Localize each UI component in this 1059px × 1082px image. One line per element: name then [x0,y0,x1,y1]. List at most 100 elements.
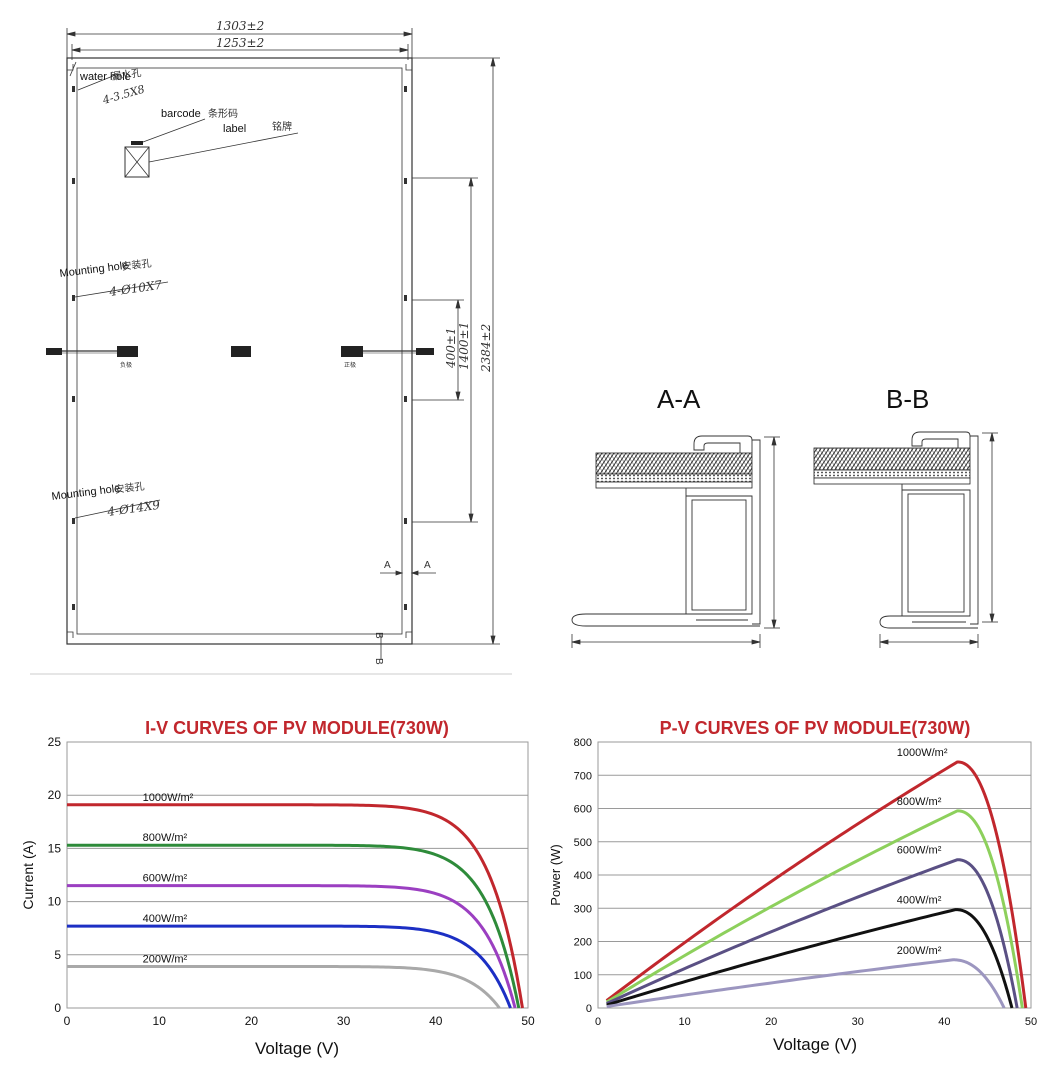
iv-xtick-label: 40 [429,1014,443,1028]
pv-ytick-label: 200 [574,937,592,949]
pv-ytick-label: 0 [586,1003,592,1015]
right-dimensions [412,57,500,645]
pv-ytick-label: 800 [574,737,592,749]
pv-chart: P-V CURVES OF PV MODULE(730W) Voltage (V… [548,718,1037,1054]
water-hole-size: 4-3.5X8 [100,83,146,108]
water-hole-label-cn: 漏水孔 [111,67,142,83]
iv-curve-0 [67,803,524,1009]
iv-plot-area [66,741,529,1009]
dim-width-inner: 1253±2 [216,36,264,50]
pv-curve-labels: 1000W/m² 800W/m² 600W/m² 400W/m² 200W/m² [897,747,948,957]
iv-ytick-label: 25 [48,735,62,749]
iv-ytick-label: 20 [48,788,62,802]
pv-xlabel: Voltage (V) [773,1035,857,1054]
pv-ytick-label: 400 [574,870,592,882]
mounting-hole-1-label-cn: 安装孔 [121,256,152,273]
iv-curve-label: 200W/m² [143,954,188,966]
iv-ytick-label: 10 [48,895,62,909]
mounting-hole-2-label: Mounting hole [51,483,121,503]
iv-xtick-label: 10 [153,1014,167,1028]
pv-curve-label: 800W/m² [897,796,942,808]
pv-curves [605,760,1028,1009]
frame-holes [72,86,407,610]
pv-xtick-label: 40 [938,1016,950,1028]
section-marks [376,570,436,660]
section-aa-title: A-A [657,384,701,414]
section-bb: B-B [813,384,998,648]
iv-curve-label: 1000W/m² [143,792,194,804]
pv-ytick-label: 600 [574,804,592,816]
iv-curve-1 [67,843,521,1009]
barcode-label-cn: 条形码 [208,107,238,120]
iv-curves [67,803,524,1009]
pv-curve-label: 200W/m² [897,945,942,957]
mounting-hole-1-size: 4-Ø10X7 [107,278,163,299]
section-aa: A-A [571,384,780,648]
pv-ylabel: Power (W) [548,844,563,905]
pv-curve-4 [606,958,1006,1009]
connector-positive: 正极 [344,361,356,369]
pv-xtick-label: 20 [765,1016,777,1028]
iv-xtick-label: 30 [337,1014,351,1028]
pv-ytick-label: 700 [574,770,592,782]
pv-curve-1 [605,809,1024,1009]
iv-ylabel: Current (A) [20,840,36,909]
cables-connectors [46,346,434,357]
iv-xtick-label: 50 [521,1014,535,1028]
top-dimensions [66,28,413,60]
mounting-hole-2-label-cn: 安装孔 [114,479,145,496]
iv-curve-3 [67,924,512,1009]
iv-chart-title: I-V CURVES OF PV MODULE(730W) [145,718,449,738]
iv-xtick-label: 0 [64,1014,71,1028]
iv-grid [66,741,529,1009]
pv-ytick-label: 100 [574,970,592,982]
pv-curve-label: 600W/m² [897,845,942,857]
pv-curve-label: 1000W/m² [897,747,948,759]
pv-ytick-label: 300 [574,903,592,915]
iv-xlabel: Voltage (V) [255,1039,339,1058]
nameplate-label-cn: 铭牌 [272,120,292,133]
iv-ytick-label: 15 [48,841,62,855]
pv-xtick-label: 30 [852,1016,864,1028]
dim-400: 400±1 [444,327,458,369]
section-bb-title: B-B [886,384,929,414]
pv-ticks: 0 100 200 300 400 500 600 700 800 0 10 20 30 40 50 [574,737,1037,1028]
mounting-hole-1-label: Mounting hole [59,260,129,280]
section-b-mark-top: B [373,632,384,639]
section-b-mark-bottom: B [373,658,384,665]
barcode-label: barcode [161,108,201,120]
pv-ytick-label: 500 [574,837,592,849]
mounting-hole-2-size: 4-Ø14X9 [105,498,161,519]
iv-ytick-label: 0 [54,1001,61,1015]
pv-xtick-label: 0 [595,1016,601,1028]
pv-xtick-label: 50 [1025,1016,1037,1028]
iv-chart: I-V CURVES OF PV MODULE(730W) Voltage (V… [20,718,535,1058]
pv-curve-label: 400W/m² [897,895,942,907]
iv-curve-labels: 1000W/m² 800W/m² 600W/m² 400W/m² 200W/m² [143,792,194,966]
dim-mount-span: 1400±1 [457,322,471,370]
pv-chart-title: P-V CURVES OF PV MODULE(730W) [660,718,971,738]
pv-curve-2 [606,858,1019,1009]
section-a-mark-left: A [384,560,391,571]
iv-curve-4 [67,965,501,1009]
iv-curve-2 [67,884,517,1009]
iv-curve-label: 800W/m² [143,832,188,844]
iv-ticks: 0 5 10 15 20 25 0 10 20 30 40 50 [48,735,535,1028]
dim-width-outer: 1303±2 [216,19,264,33]
connector-negative: 负极 [120,361,132,369]
iv-ytick-label: 5 [54,948,61,962]
nameplate-label: label [223,123,246,135]
section-a-mark-right: A [424,560,431,571]
pv-curve-0 [605,760,1028,1009]
iv-curve-label: 400W/m² [143,913,188,925]
dim-height-total: 2384±2 [479,324,493,373]
pv-xtick-label: 10 [678,1016,690,1028]
iv-xtick-label: 20 [245,1014,259,1028]
water-hole-label: water hole [79,71,131,83]
pv-curve-3 [606,908,1014,1009]
iv-curve-label: 600W/m² [143,873,188,885]
pv-grid [597,741,1032,1009]
module-drawing: 1303±2 1253±2 2384±2 1400±1 400±1 water … [30,19,512,675]
